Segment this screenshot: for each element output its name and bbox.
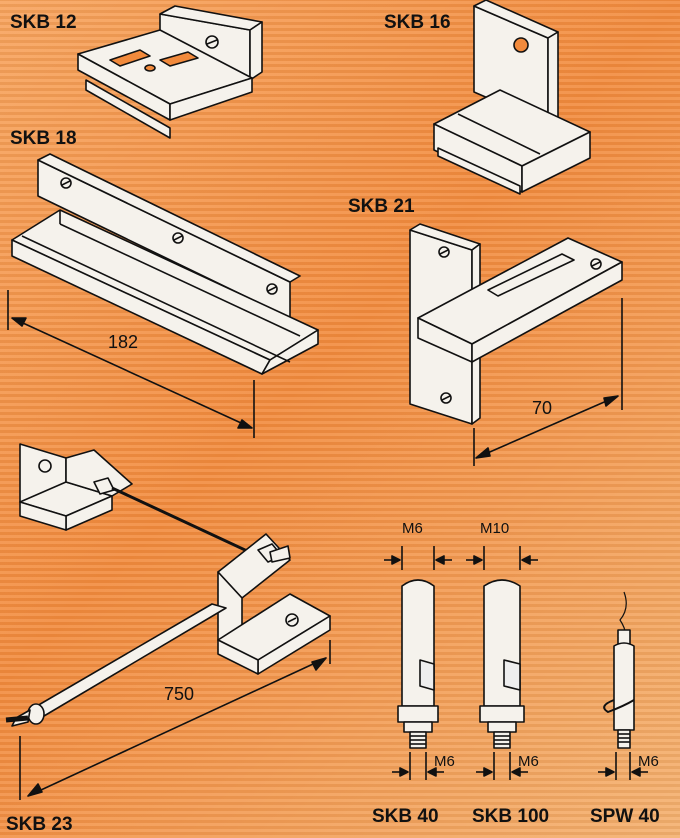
thread-skb40-top: M6 xyxy=(402,520,423,537)
skb12-part xyxy=(77,5,263,139)
skb18-part xyxy=(11,153,319,375)
label-skb18: SKB 18 xyxy=(10,128,77,149)
skb21-dimension xyxy=(473,298,623,466)
label-skb12: SKB 12 xyxy=(10,12,77,33)
label-skb21: SKB 21 xyxy=(348,196,415,217)
thread-skb100-top: M10 xyxy=(480,520,510,537)
dimension-skb18: 182 xyxy=(108,332,139,352)
spw40-part xyxy=(598,591,648,780)
skb16-part xyxy=(433,0,591,195)
label-skb16: SKB 16 xyxy=(384,12,451,33)
skb23-part xyxy=(5,443,331,727)
thread-spw40-bottom: M6 xyxy=(638,753,659,770)
skb18-dimension xyxy=(7,290,255,438)
dimension-skb23: 750 xyxy=(164,684,195,704)
thread-skb100-bottom: M6 xyxy=(518,753,539,770)
label-skb23: SKB 23 xyxy=(6,814,73,835)
skb100-part xyxy=(466,546,538,780)
skb23-dimension xyxy=(19,640,331,800)
skb40-part xyxy=(384,546,452,780)
skb21-part xyxy=(409,223,623,425)
dimension-skb21: 70 xyxy=(532,398,553,418)
label-spw40: SPW 40 xyxy=(590,806,660,827)
label-skb40: SKB 40 xyxy=(372,806,439,827)
thread-skb40-bottom: M6 xyxy=(434,753,455,770)
label-skb100: SKB 100 xyxy=(472,806,550,827)
